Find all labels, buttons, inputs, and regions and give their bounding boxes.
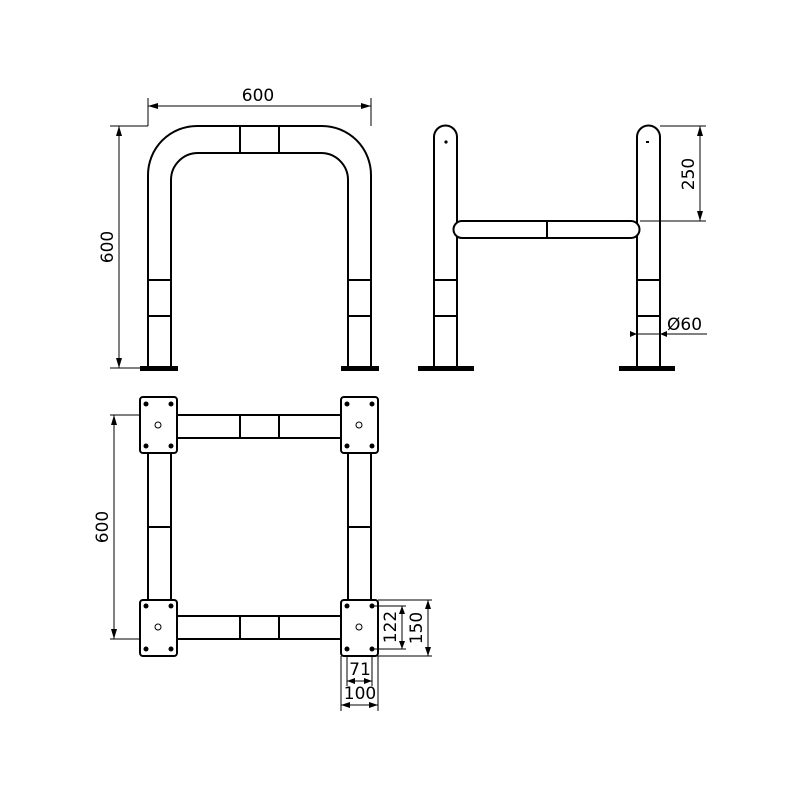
plate-width-dimension: 100 xyxy=(340,656,379,711)
plate-hole-width-dimension: 71 xyxy=(346,656,373,686)
top-view: 600 122 150 71 xyxy=(93,396,432,711)
plate-hole-spacing-label: 122 xyxy=(381,611,401,643)
side-right-base-plate xyxy=(619,366,675,371)
top-plate-top-right xyxy=(340,396,379,454)
side-left-post xyxy=(433,124,458,368)
side-right-post xyxy=(636,124,661,368)
side-left-sleeve xyxy=(434,279,457,317)
side-diameter-label: Ø60 xyxy=(667,315,702,335)
front-width-dimension: 600 xyxy=(147,86,372,126)
front-hoop-inner xyxy=(170,152,349,368)
top-right-tube xyxy=(347,452,372,602)
side-diameter-dimension: Ø60 xyxy=(630,315,707,337)
side-height-dimension: 250 xyxy=(640,125,706,222)
top-depth-label: 600 xyxy=(93,511,113,543)
top-left-tube xyxy=(147,452,172,602)
plate-length-dimension: 150 xyxy=(378,599,432,657)
plate-hole-width-label: 71 xyxy=(349,660,371,680)
front-width-label: 600 xyxy=(242,86,274,106)
plate-width-label: 100 xyxy=(344,684,376,704)
top-plate-bottom-left xyxy=(139,599,178,657)
front-hoop-outer xyxy=(147,125,372,368)
top-depth-dimension: 600 xyxy=(93,414,140,640)
front-height-label: 600 xyxy=(98,231,118,263)
side-left-base-plate xyxy=(418,366,474,371)
front-view: 600 600 xyxy=(98,86,379,371)
top-lower-tube xyxy=(174,615,344,640)
front-left-sleeve xyxy=(148,279,171,317)
side-view: 250 Ø60 xyxy=(418,124,707,371)
side-right-sleeve xyxy=(637,279,660,317)
plate-hole-spacing-dimension: 122 xyxy=(372,605,406,650)
front-top-sleeve xyxy=(239,126,280,153)
top-plate-bottom-right xyxy=(340,599,379,657)
front-right-sleeve xyxy=(348,279,371,317)
plate-length-label: 150 xyxy=(407,612,427,644)
front-height-dimension: 600 xyxy=(98,125,148,369)
top-upper-tube xyxy=(174,414,344,439)
top-plate-top-left xyxy=(139,396,178,454)
side-height-label: 250 xyxy=(679,158,699,190)
front-left-base-plate xyxy=(140,366,178,371)
front-right-base-plate xyxy=(341,366,379,371)
